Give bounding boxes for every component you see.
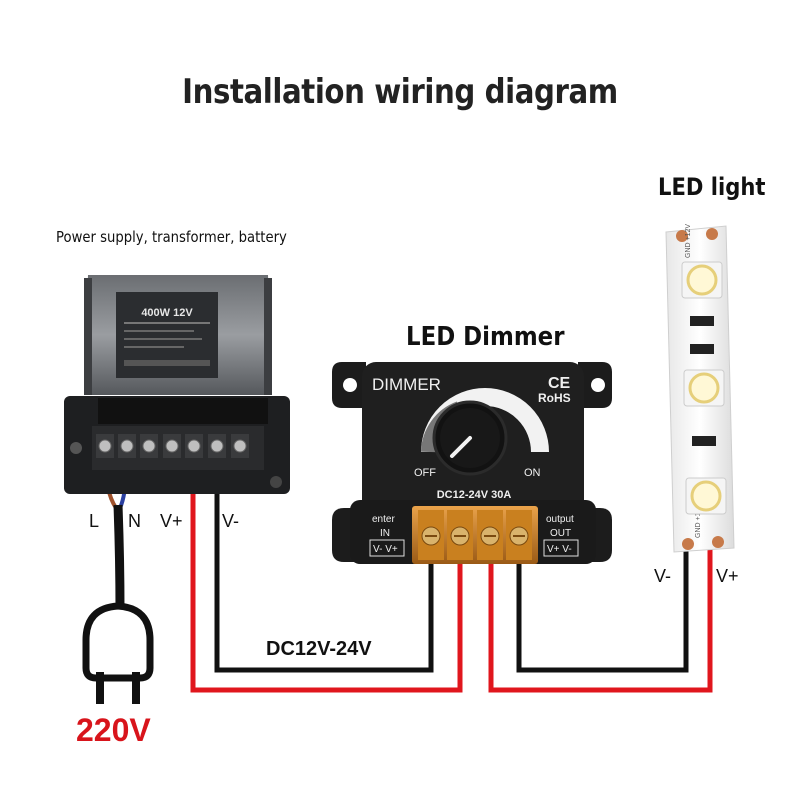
- dimmer-unit: DIMMER CE RoHS OFF ON DC12-24V 30A enter…: [332, 362, 612, 564]
- rohs-mark: RoHS: [538, 391, 571, 405]
- ce-mark: CE: [548, 375, 571, 392]
- resistor: [690, 316, 714, 326]
- wire-led-vplus: [488, 540, 713, 693]
- mains-cable: [113, 504, 125, 611]
- enter-label: enter: [372, 514, 395, 525]
- terminal-label-vminus: V-: [222, 511, 240, 531]
- terminal-label-vplus: V+: [160, 511, 183, 531]
- resistor: [692, 436, 716, 446]
- led-chip: [685, 477, 727, 515]
- led-light-label: LED light: [658, 173, 766, 201]
- terminal-label-n: N: [128, 511, 141, 531]
- in-label: IN: [380, 528, 390, 539]
- dial-on-label: ON: [524, 467, 541, 479]
- power-supply-label: Power supply, transformer, battery: [56, 228, 287, 246]
- led-chip: [681, 261, 723, 299]
- power-supply-unit: 400W 12V: [64, 275, 290, 494]
- in-pins-label: V- V+: [373, 544, 398, 555]
- out-pins-label: V+ V-: [547, 544, 572, 555]
- page-title: Installation wiring diagram: [182, 72, 618, 112]
- led-strip: GND +12V GND +12V: [665, 224, 735, 553]
- dimmer-rating: DC12-24V 30A: [437, 489, 512, 501]
- strip-text-top: GND +12V: [685, 224, 692, 258]
- out-label: OUT: [550, 528, 571, 539]
- terminal-label-l: L: [89, 511, 100, 531]
- led-vminus-label: V-: [654, 566, 672, 586]
- dimmer-brand-text: DIMMER: [372, 375, 441, 394]
- led-vplus-label: V+: [716, 566, 739, 586]
- plug-icon: [82, 602, 154, 704]
- resistor: [690, 344, 714, 354]
- strip-text-bottom: GND +12V: [695, 504, 702, 538]
- dc-voltage-label: DC12V-24V: [266, 638, 372, 660]
- psu-model-text: 400W 12V: [141, 307, 193, 319]
- wire-psu-vplus: [190, 450, 463, 693]
- dial-off-label: OFF: [414, 467, 436, 479]
- output-label: output: [546, 514, 574, 525]
- dimmer-label: LED Dimmer: [406, 322, 565, 352]
- mains-voltage-label: 220V: [76, 712, 151, 748]
- wire-psu-vminus: [214, 450, 434, 673]
- led-chip: [683, 369, 725, 407]
- wire-led-vminus: [516, 540, 689, 673]
